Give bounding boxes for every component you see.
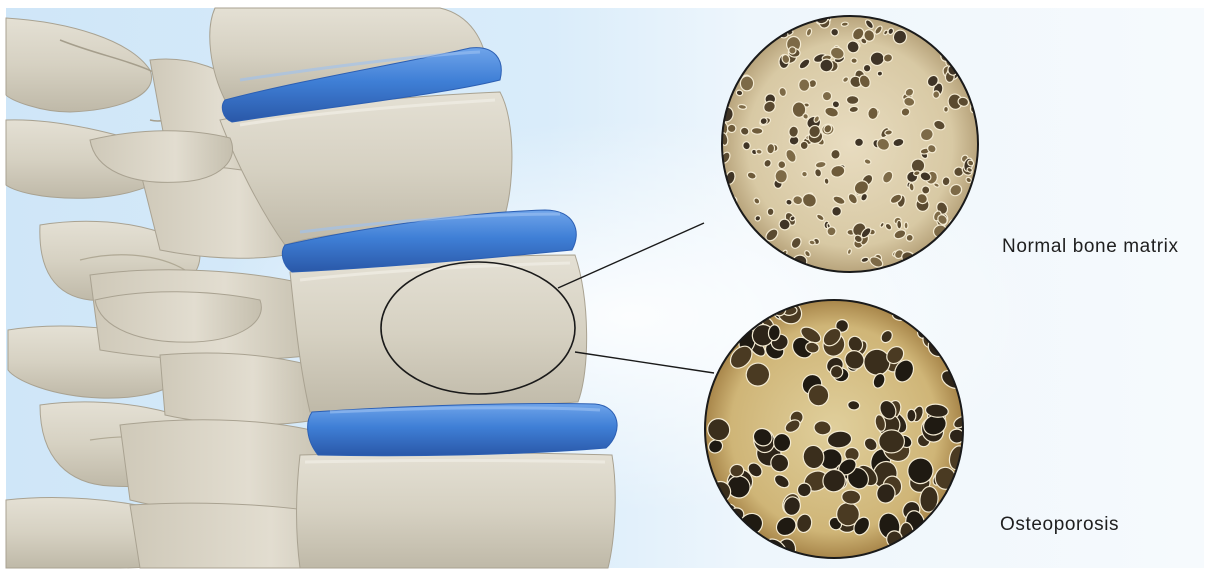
bone-pore bbox=[877, 71, 883, 77]
bone-pore bbox=[851, 58, 858, 64]
normal-bone-label: Normal bone matrix bbox=[1002, 236, 1202, 258]
bone-pore bbox=[809, 240, 816, 246]
bone-pore bbox=[740, 76, 754, 91]
bone-pore bbox=[913, 170, 920, 176]
bone-pore bbox=[846, 95, 859, 104]
bone-pore bbox=[879, 430, 905, 453]
bone-pore bbox=[775, 169, 788, 183]
bone-pore bbox=[933, 91, 940, 99]
bone-pore bbox=[897, 220, 902, 229]
bone-pore bbox=[841, 490, 861, 505]
bone-pore bbox=[824, 178, 829, 185]
osteoporosis-label: Osteoporosis bbox=[1000, 514, 1205, 536]
bone-pore bbox=[830, 149, 840, 160]
bone-pore bbox=[799, 79, 810, 91]
bone-pore bbox=[756, 149, 763, 155]
bone-pore bbox=[841, 22, 848, 27]
bone-pore bbox=[904, 222, 908, 229]
bone-pore bbox=[909, 183, 915, 192]
bone-pore bbox=[751, 127, 763, 134]
bone-pore bbox=[800, 141, 809, 150]
bone-pore bbox=[944, 106, 949, 112]
bone-pore bbox=[863, 64, 872, 73]
bone-pore bbox=[738, 104, 747, 110]
bone-pore bbox=[767, 208, 774, 216]
bone-pore bbox=[884, 129, 892, 135]
bone-pore bbox=[736, 90, 744, 97]
bone-pore bbox=[727, 124, 736, 133]
bone-pore bbox=[907, 409, 916, 422]
